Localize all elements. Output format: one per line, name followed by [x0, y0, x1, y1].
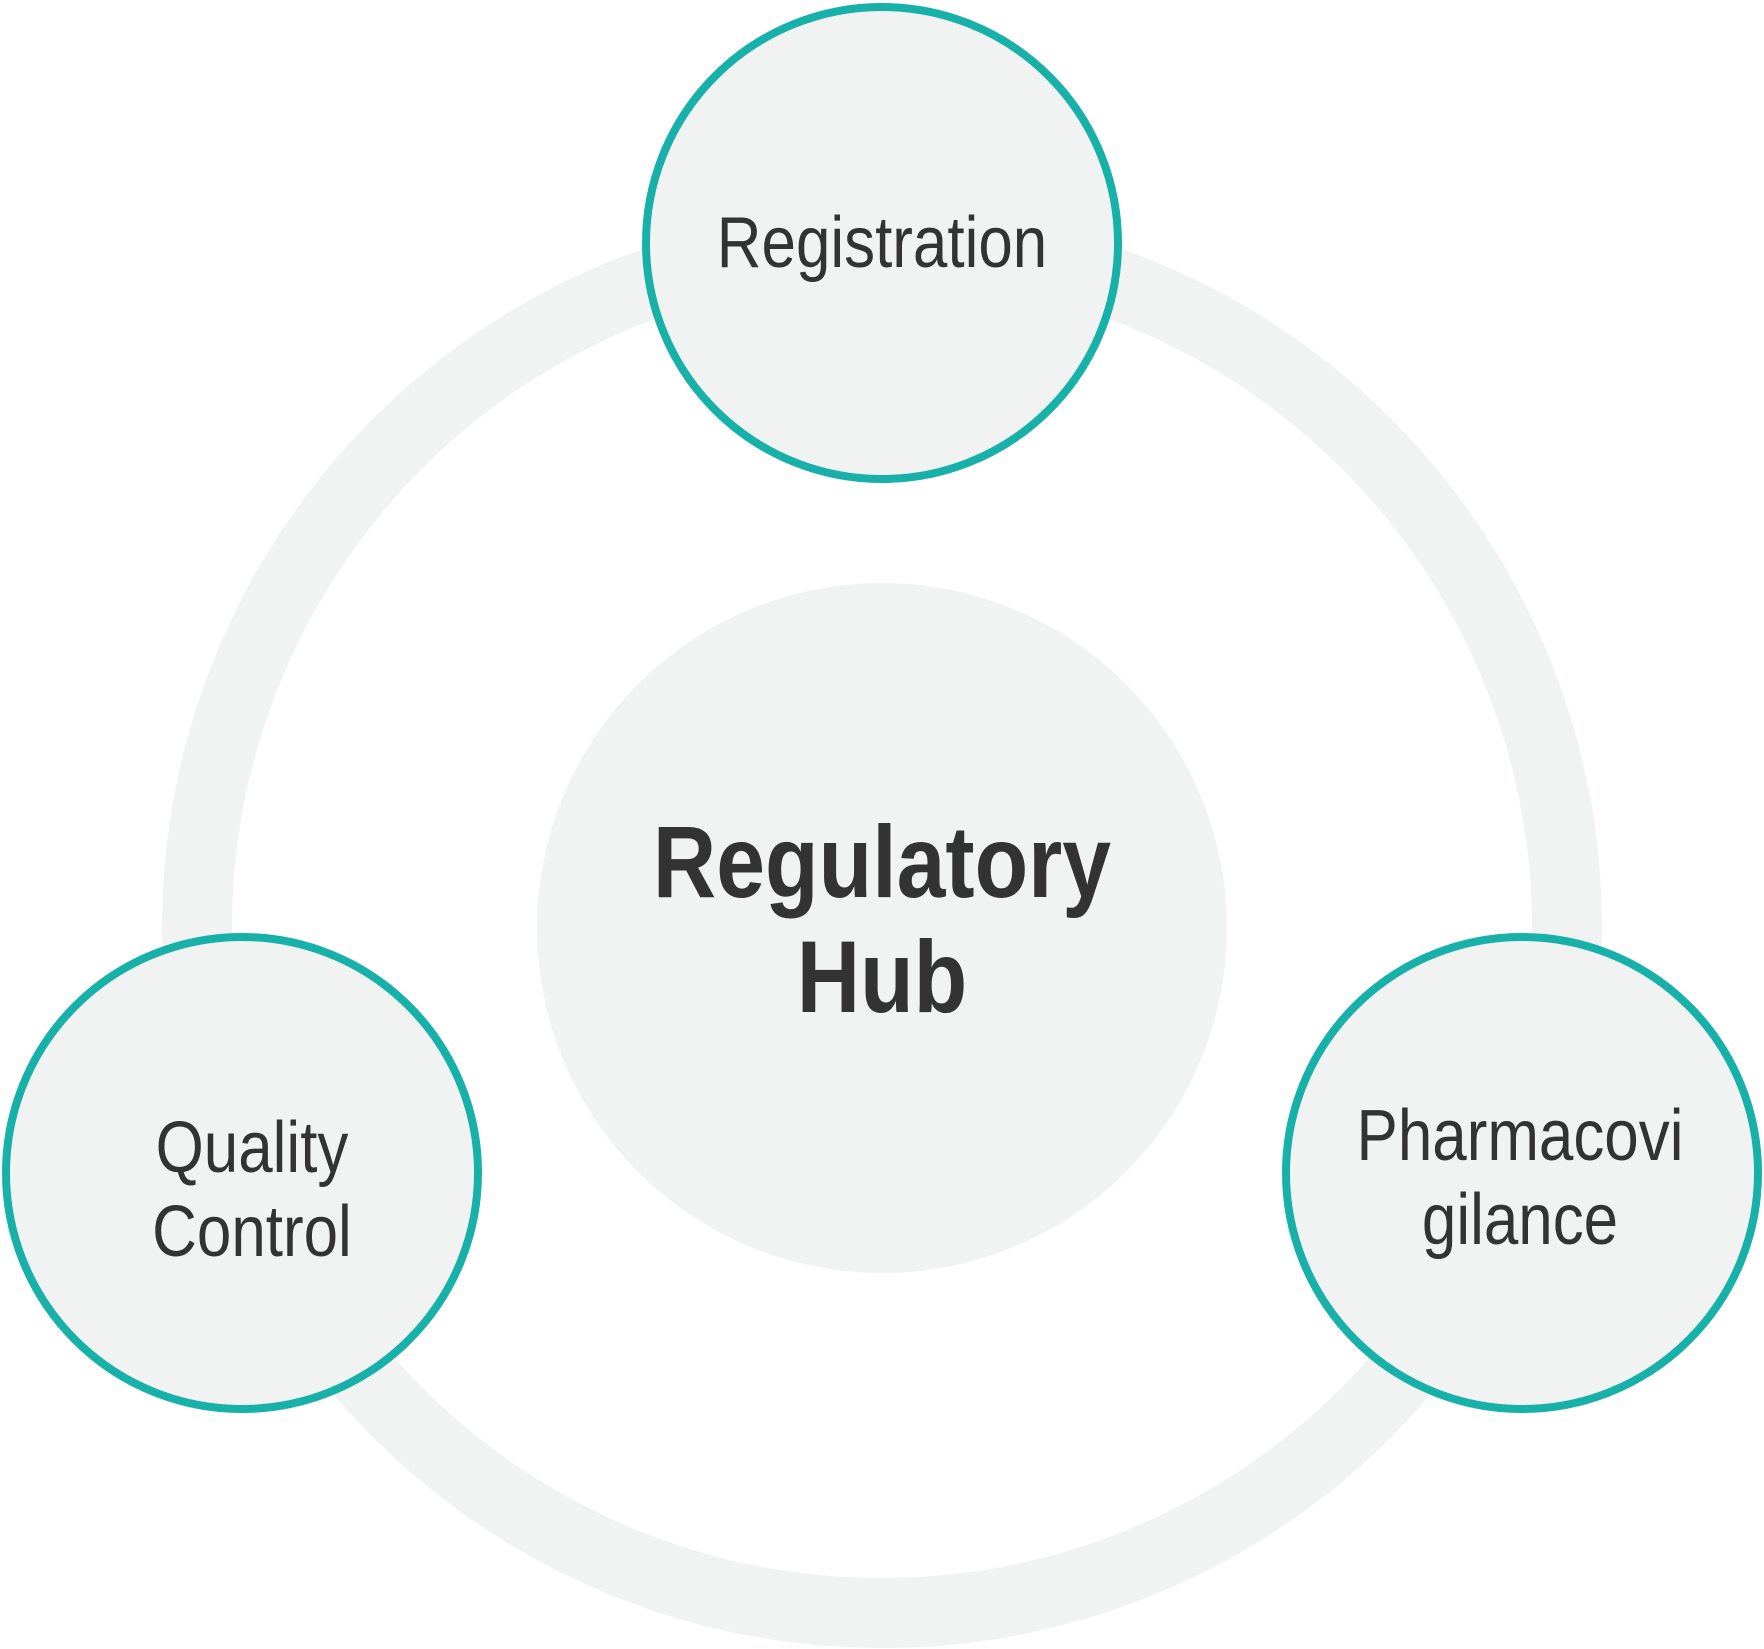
quality-control-node-circle — [2, 933, 482, 1413]
pharmacovigilance-label-line1: Pharmacovi — [1356, 1096, 1684, 1176]
registration-node-circle — [642, 3, 1122, 483]
registration-label-line1: Registration — [716, 203, 1048, 283]
hub-label-line1: Regulatory — [652, 805, 1112, 919]
hub-label: Regulatory Hub — [624, 800, 1140, 1040]
quality-control-label-line2: Control — [152, 1192, 352, 1272]
quality-control-label: Quality Control — [63, 1100, 441, 1280]
quality-control-label-line1: Quality — [155, 1108, 349, 1188]
pharmacovigilance-label: Pharmacovi gilance — [1331, 1088, 1709, 1268]
pharmacovigilance-node-circle — [1282, 933, 1762, 1413]
hub-label-line2: Hub — [796, 920, 968, 1034]
registration-label: Registration — [693, 193, 1071, 293]
hub-circle — [537, 583, 1227, 1273]
pharmacovigilance-label-line2: gilance — [1421, 1180, 1619, 1260]
